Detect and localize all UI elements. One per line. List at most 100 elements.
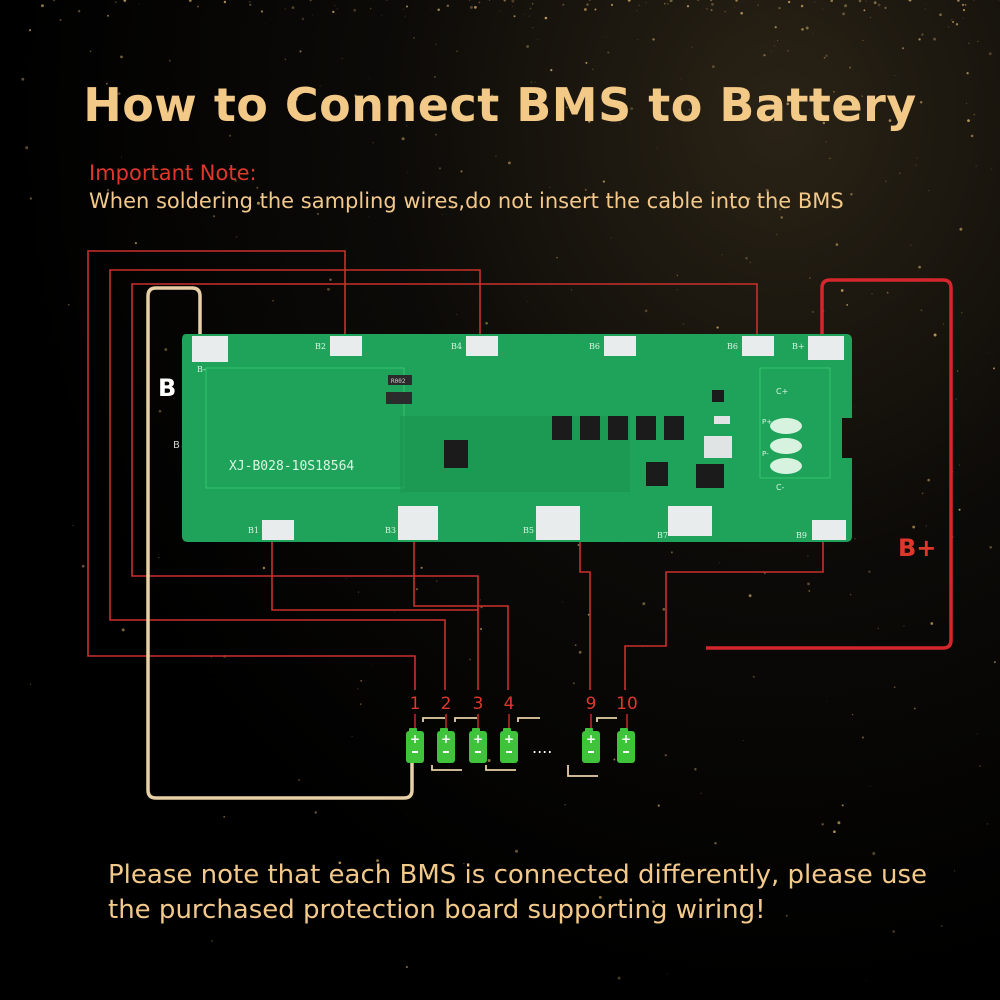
sparkle-dot — [491, 94, 494, 97]
sparkle-dot — [902, 47, 904, 50]
sparkle-dot — [319, 85, 321, 87]
sparkle-dot — [284, 8, 287, 10]
sparkle-dot — [918, 38, 921, 41]
sparkle-dot — [311, 14, 313, 16]
sparkle-dot — [488, 0, 491, 1]
sparkle-dot — [694, 767, 697, 771]
sparkle-dot — [334, 5, 336, 7]
sparkle-dot — [710, 0, 713, 2]
sparkle-dot — [434, 76, 436, 78]
sparkle-dot — [249, 3, 252, 6]
battery-icon: + — [582, 728, 600, 763]
sparkle-dot — [773, 45, 776, 47]
sparkle-dot — [939, 13, 942, 16]
sparkle-dot — [565, 106, 568, 109]
sparkle-dot — [961, 312, 963, 314]
sparkle-dot — [877, 3, 881, 7]
sparkle-dot — [394, 611, 396, 613]
sparkle-dot — [869, 16, 872, 19]
sparkle-dot — [577, 543, 580, 547]
pad-b6-a — [604, 336, 636, 356]
wire-b3 — [413, 540, 509, 690]
sparkle-dot — [299, 50, 302, 53]
sparkle-dot — [495, 155, 497, 157]
sparkle-dot — [778, 208, 782, 211]
sampling-wires — [87, 250, 824, 690]
b-minus-small-label: B — [173, 440, 180, 451]
sparkle-dot — [918, 265, 921, 269]
sparkle-dot — [437, 8, 440, 11]
sparkle-dot — [886, 291, 889, 294]
sparkle-dot — [610, 237, 612, 239]
sparkle-dot — [962, 17, 964, 20]
sparkle-dot — [770, 50, 772, 52]
sparkle-dot — [774, 26, 777, 29]
sparkle-dot — [368, 77, 370, 79]
sparkle-dot — [587, 613, 590, 616]
sparkle-dot — [479, 599, 481, 601]
sparkle-dot — [749, 261, 751, 264]
sparkle-dot — [21, 77, 25, 81]
sparkle-dot — [697, 0, 700, 1]
sparkle-dot — [837, 821, 841, 825]
sparkle-dot — [955, 398, 958, 401]
sparkle-dot — [105, 82, 108, 85]
pad-label-top-3: B6 — [589, 342, 600, 351]
sparkle-dot — [975, 165, 977, 167]
sparkle-dot — [921, 33, 924, 36]
sparkle-dot — [28, 29, 32, 32]
sparkle-dot — [188, 0, 192, 2]
sparkle-dot — [613, 758, 616, 761]
sparkle-dot — [833, 90, 835, 93]
sparkle-dot — [884, 180, 887, 182]
sparkle-dot — [507, 161, 511, 165]
sparkle-dot — [865, 0, 867, 2]
sparkle-dot — [961, 3, 965, 7]
sparkle-dot — [700, 792, 702, 795]
sparkle-dot — [849, 66, 852, 69]
sparkle-dot — [438, 167, 442, 170]
sparkle-dot — [556, 256, 558, 259]
sparkle-dot — [825, 54, 828, 57]
sparkle-dot — [256, 186, 259, 189]
svg-text:+: + — [586, 732, 596, 746]
sparkle-dot — [780, 216, 783, 219]
sparkle-dot — [478, 1, 481, 4]
sparkle-dot — [401, 137, 405, 141]
sparkle-dot — [630, 107, 634, 110]
sparkle-dot — [533, 96, 535, 98]
b-plus-wire — [706, 278, 953, 650]
resistor-chip-label: R002 — [391, 378, 406, 385]
sparkle-dot — [913, 707, 916, 710]
sparkle-dot — [942, 323, 945, 325]
sparkle-dot — [814, 1, 816, 3]
sparkle-dot — [652, 900, 655, 903]
sparkle-dot — [381, 14, 383, 16]
sparkle-dot — [657, 804, 660, 807]
sparkle-dot — [686, 5, 690, 8]
sparkle-dot — [705, 7, 708, 10]
cell-number-3: 3 — [473, 694, 484, 714]
pad-label-bottom-3: B5 — [523, 526, 534, 535]
sparkle-dot — [910, 244, 912, 246]
wire-b9 — [624, 540, 824, 690]
sparkle-dot — [927, 478, 931, 482]
sparkle-dot — [892, 930, 895, 933]
sparkle-dot — [210, 679, 212, 681]
sparkle-dot — [29, 683, 32, 685]
pad-b7 — [668, 506, 712, 536]
sparkle-dot — [468, 0, 471, 1]
sparkle-dot — [264, 23, 266, 25]
sparkle-dot — [822, 8, 824, 10]
sparkle-dot — [957, 0, 960, 2]
sparkle-dot — [526, 45, 529, 48]
sparkle-dot — [691, 46, 694, 49]
cell-number-9: 9 — [586, 694, 597, 714]
sparkle-dot — [617, 976, 621, 980]
sparkle-dot — [435, 580, 438, 583]
sparkle-dot — [993, 661, 996, 664]
sparkle-dot — [829, 157, 831, 160]
sparkle-dot — [956, 370, 959, 372]
sparkle-dot — [871, 293, 873, 295]
sparkle-dot — [367, 216, 369, 218]
